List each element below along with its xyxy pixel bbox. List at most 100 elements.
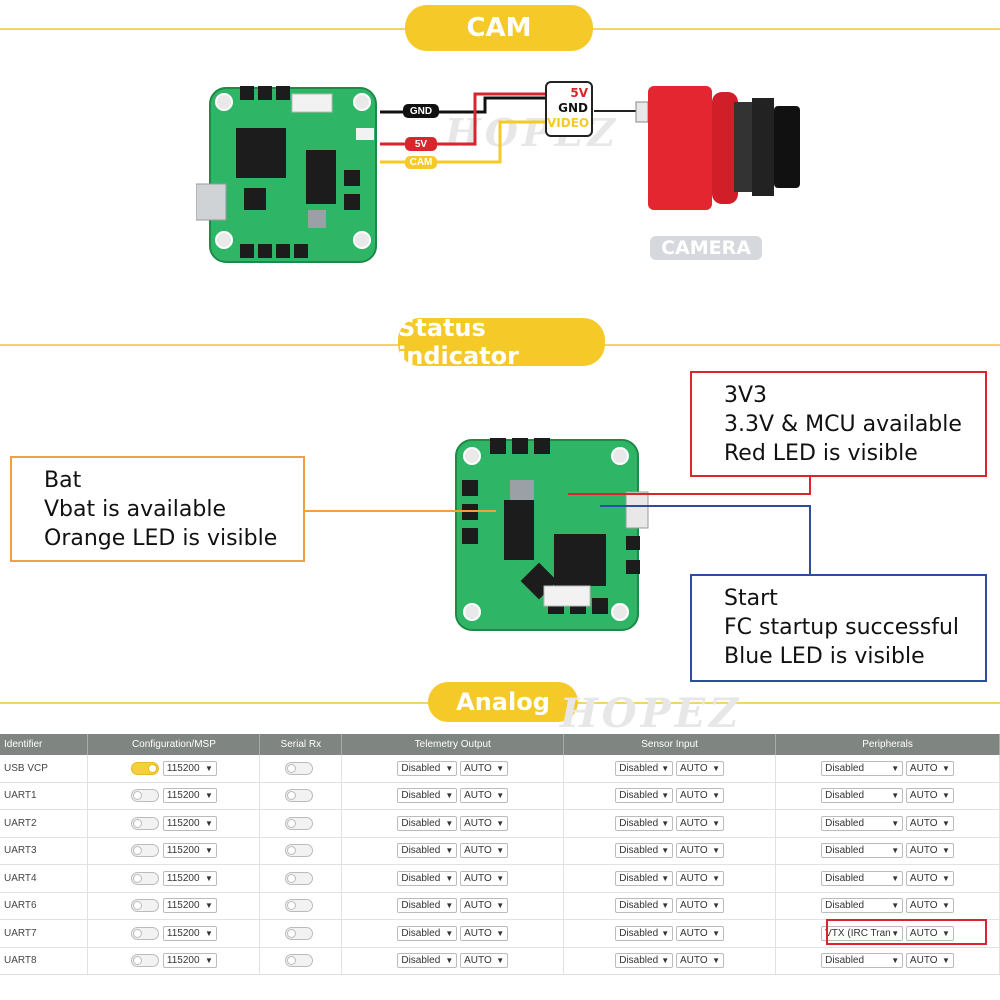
serial-rx-toggle[interactable]	[284, 789, 313, 803]
serial-rx-toggle[interactable]	[284, 871, 313, 885]
peripheral-baud-select[interactable]: AUTO▼	[905, 760, 954, 776]
telemetry-select[interactable]: Disabled▼	[397, 925, 458, 941]
telemetry-baud-select-value: AUTO	[464, 762, 492, 774]
telemetry-select[interactable]: Disabled▼	[397, 760, 458, 776]
serial-rx-toggle[interactable]	[284, 899, 313, 913]
msp-toggle[interactable]	[130, 871, 159, 885]
serial-rx-cell	[259, 837, 343, 865]
peripheral-baud-select[interactable]: AUTO▼	[905, 925, 954, 941]
port-identifier: UART1	[0, 782, 89, 810]
telemetry-baud-select[interactable]: AUTO▼	[460, 815, 509, 831]
peripheral-select[interactable]: Disabled▼	[821, 898, 904, 914]
serial-rx-toggle[interactable]	[284, 954, 313, 968]
msp-baud-select[interactable]: 115200▼	[162, 815, 217, 831]
peripheral-baud-select[interactable]: AUTO▼	[905, 898, 954, 914]
sensor-baud-select-value: AUTO	[680, 927, 708, 939]
configuration-msp-cell: 115200▼	[87, 782, 261, 810]
peripheral-select[interactable]: Disabled▼	[821, 953, 904, 969]
serial-rx-cell	[259, 919, 343, 948]
telemetry-select[interactable]: Disabled▼	[397, 815, 458, 831]
serial-rx-toggle[interactable]	[284, 926, 313, 940]
telemetry-baud-select-value: AUTO	[464, 927, 492, 939]
telemetry-baud-select[interactable]: AUTO▼	[460, 898, 509, 914]
telemetry-select[interactable]: Disabled▼	[397, 870, 458, 886]
msp-baud-select[interactable]: 115200▼	[162, 953, 217, 969]
sensor-baud-select[interactable]: AUTO▼	[676, 953, 724, 969]
dropdown-arrow-icon: ▼	[445, 901, 454, 911]
telemetry-select-value: Disabled	[401, 927, 441, 939]
sensor-select[interactable]: Disabled▼	[615, 898, 674, 914]
telemetry-select[interactable]: Disabled▼	[397, 788, 458, 804]
sensor-select[interactable]: Disabled▼	[615, 760, 674, 776]
peripheral-baud-select[interactable]: AUTO▼	[905, 815, 954, 831]
dropdown-arrow-icon: ▼	[445, 791, 454, 801]
peripheral-select[interactable]: Disabled▼	[821, 843, 904, 859]
peripheral-baud-select[interactable]: AUTO▼	[905, 870, 954, 886]
sensor-baud-select[interactable]: AUTO▼	[676, 843, 724, 859]
dropdown-arrow-icon: ▼	[204, 901, 213, 911]
peripheral-select[interactable]: Disabled▼	[821, 760, 904, 776]
telemetry-baud-select[interactable]: AUTO▼	[460, 760, 509, 776]
serial-rx-toggle[interactable]	[284, 761, 313, 775]
msp-baud-select[interactable]: 115200▼	[162, 898, 217, 914]
telemetry-baud-select[interactable]: AUTO▼	[460, 843, 509, 859]
msp-baud-select[interactable]: 115200▼	[162, 788, 217, 804]
dropdown-arrow-icon: ▼	[891, 873, 900, 883]
dropdown-arrow-icon: ▼	[204, 956, 213, 966]
msp-baud-select[interactable]: 115200▼	[162, 760, 217, 776]
sensor-baud-select[interactable]: AUTO▼	[676, 870, 724, 886]
peripheral-select[interactable]: Disabled▼	[821, 815, 904, 831]
peripheral-select[interactable]: VTX (IRC Tran▼	[821, 925, 904, 941]
telemetry-select[interactable]: Disabled▼	[397, 898, 458, 914]
serial-rx-cell	[259, 755, 343, 783]
sensor-select[interactable]: Disabled▼	[615, 788, 674, 804]
port-identifier: USB VCP	[0, 755, 89, 783]
dropdown-arrow-icon: ▼	[496, 846, 505, 856]
msp-toggle[interactable]	[130, 816, 159, 830]
sensor-select[interactable]: Disabled▼	[615, 870, 674, 886]
peripheral-select[interactable]: Disabled ▼	[821, 870, 904, 886]
msp-toggle[interactable]	[130, 761, 159, 775]
telemetry-baud-select[interactable]: AUTO▼	[460, 925, 509, 941]
peripheral-select[interactable]: Disabled▼	[821, 788, 904, 804]
peripheral-baud-select[interactable]: AUTO▼	[905, 843, 954, 859]
telemetry-select[interactable]: Disabled▼	[397, 953, 458, 969]
sensor-select[interactable]: Disabled▼	[615, 843, 674, 859]
telemetry-baud-select[interactable]: AUTO▼	[460, 788, 509, 804]
sensor-baud-select[interactable]: AUTO ▼	[676, 925, 724, 941]
callout-3v3-line: Red LED is visible	[724, 441, 918, 466]
telemetry-select-value: Disabled	[401, 955, 441, 967]
msp-baud-select[interactable]: 115200▼	[162, 843, 217, 859]
msp-baud-select[interactable]: 115200▼	[162, 870, 217, 886]
msp-baud-select-value: 115200	[166, 845, 200, 857]
msp-toggle[interactable]	[130, 899, 159, 913]
dropdown-arrow-icon: ▼	[445, 846, 454, 856]
dropdown-arrow-icon: ▼	[891, 763, 900, 773]
msp-toggle[interactable]	[130, 789, 159, 803]
msp-toggle[interactable]	[130, 844, 159, 858]
msp-toggle[interactable]	[130, 954, 159, 968]
sensor-baud-select[interactable]: AUTO▼	[676, 788, 724, 804]
serial-rx-toggle[interactable]	[284, 816, 313, 830]
peripheral-baud-select[interactable]: AUTO▼	[905, 788, 954, 804]
sensor-select[interactable]: Disabled▼	[615, 815, 674, 831]
sensor-baud-select[interactable]: AUTO▼	[676, 815, 724, 831]
msp-toggle[interactable]	[130, 926, 159, 940]
peripheral-baud-select[interactable]: AUTO▼	[905, 953, 954, 969]
sensor-baud-select[interactable]: AUTO▼	[676, 760, 724, 776]
msp-baud-select[interactable]: 115200▼	[162, 925, 217, 941]
port-identifier: UART7	[0, 919, 89, 948]
sensor-select[interactable]: Disabled▼	[615, 925, 674, 941]
sensor-select[interactable]: Disabled▼	[615, 953, 674, 969]
serial-rx-toggle[interactable]	[284, 844, 313, 858]
sensor-baud-select[interactable]: AUTO▼	[676, 898, 724, 914]
telemetry-baud-select[interactable]: AUTO▼	[460, 953, 509, 969]
peripheral-select-value: Disabled	[825, 872, 865, 884]
telemetry-select[interactable]: Disabled▼	[397, 843, 458, 859]
dropdown-arrow-icon: ▼	[712, 928, 720, 938]
wire-label-gnd: GND	[403, 104, 439, 118]
telemetry-baud-select[interactable]: AUTO▼	[460, 870, 509, 886]
